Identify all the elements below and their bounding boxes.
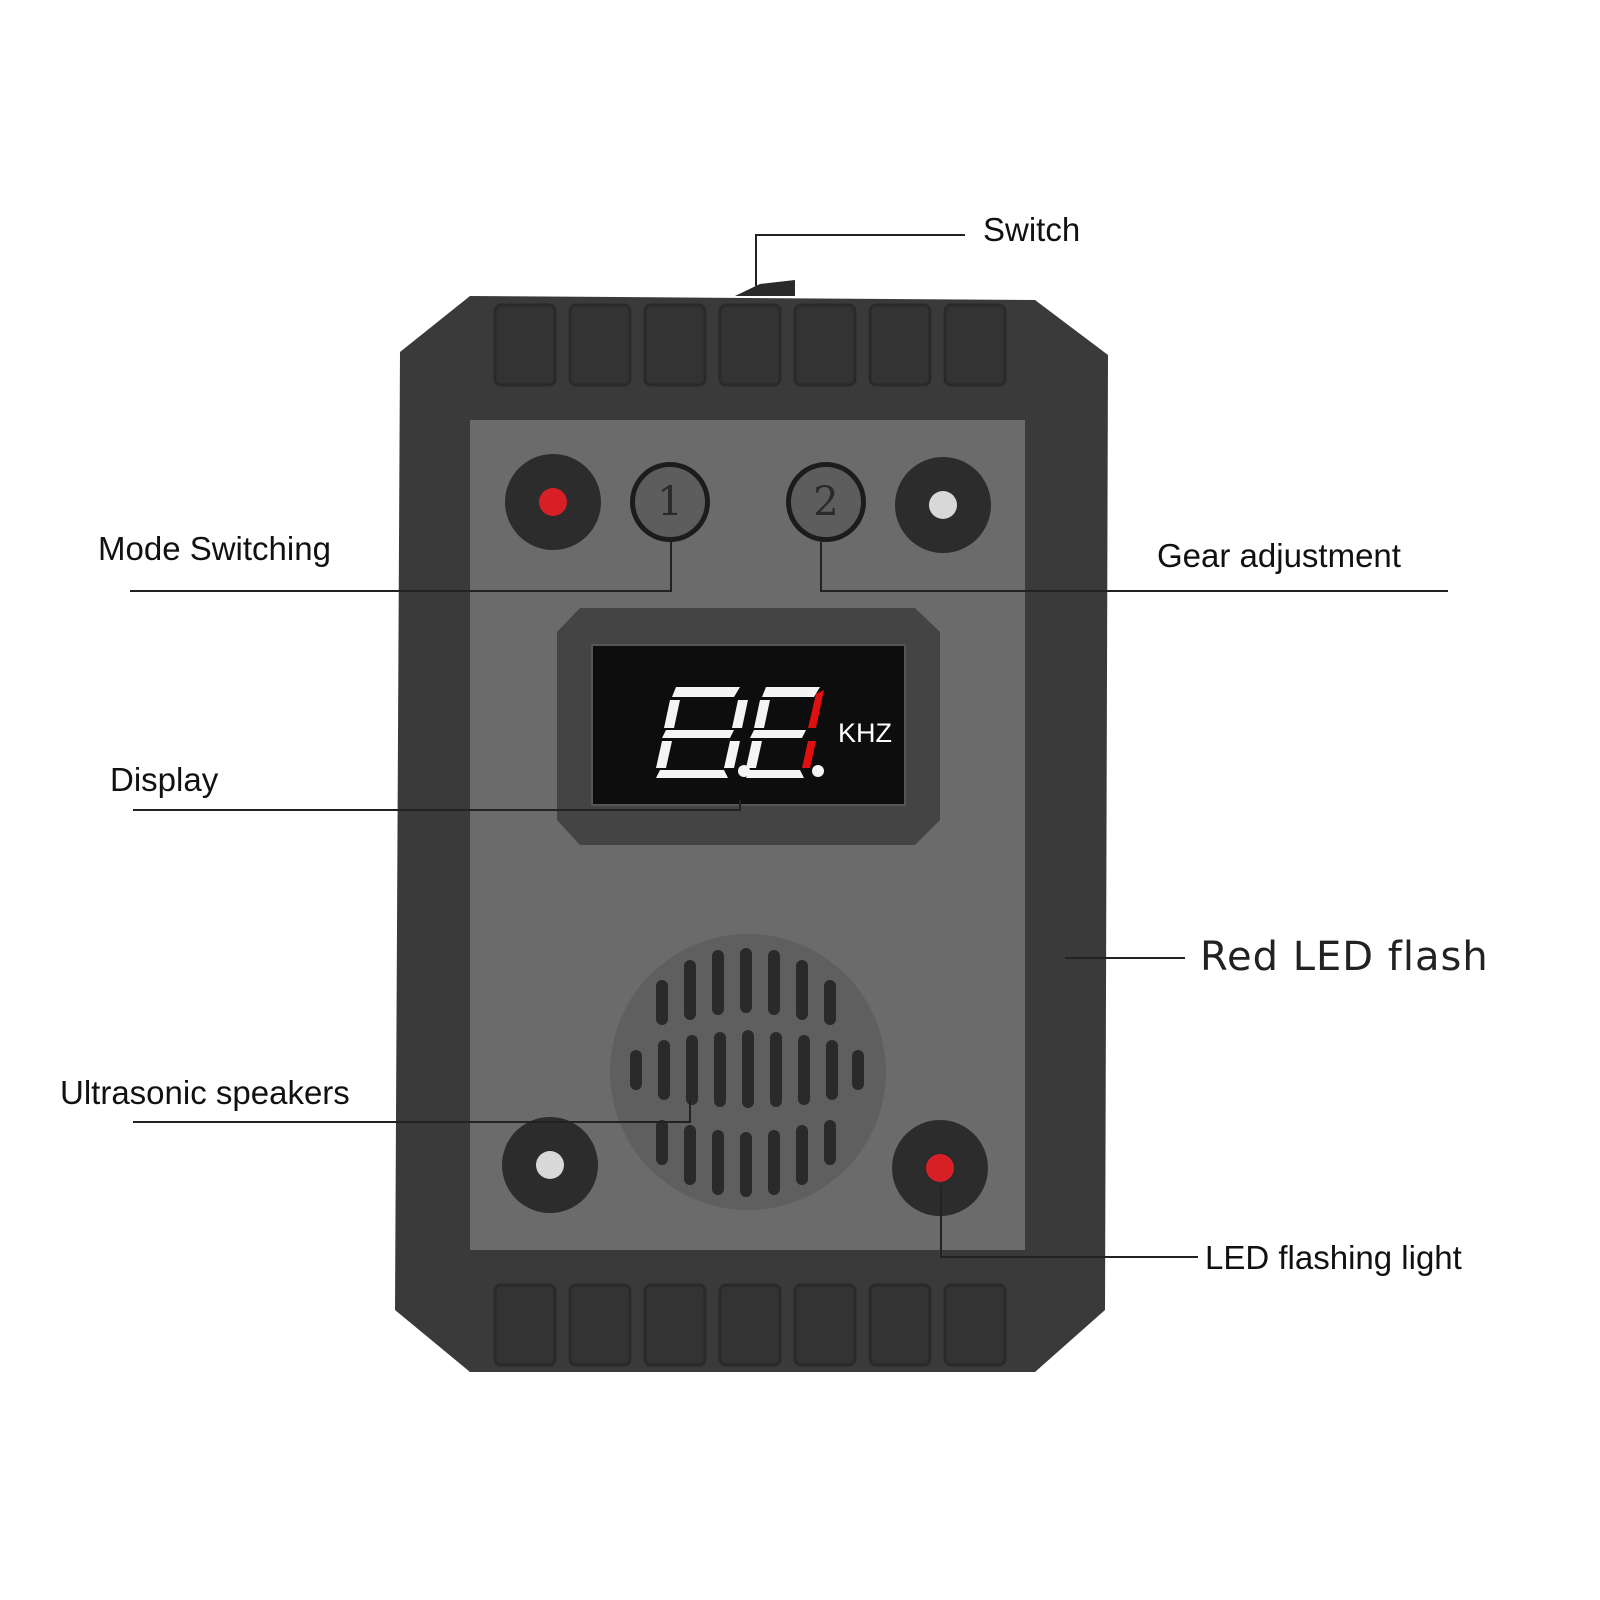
- leader-line: [820, 542, 822, 592]
- red-led-icon: [926, 1154, 954, 1182]
- leader-line: [940, 1256, 1198, 1258]
- leader-line: [130, 590, 672, 592]
- leader-line: [1065, 957, 1185, 959]
- label-gear-adjustment: Gear adjustment: [1157, 537, 1401, 574]
- label-display: Display: [110, 761, 219, 798]
- leader-line: [133, 809, 741, 811]
- leader-line: [133, 1121, 691, 1123]
- white-led-icon: [536, 1151, 564, 1179]
- gear-button-2[interactable]: 2: [786, 462, 866, 542]
- leader-line: [940, 1185, 942, 1257]
- switch-knob: [735, 280, 795, 296]
- label-ultrasonic-speakers: Ultrasonic speakers: [60, 1074, 350, 1111]
- leader-line: [689, 1100, 691, 1122]
- leader-line: [739, 800, 741, 810]
- red-led-icon: [539, 488, 567, 516]
- speaker-slots: [630, 948, 864, 1197]
- leader-line: [755, 234, 965, 236]
- leader-line: [755, 234, 757, 286]
- leader-line: [670, 542, 672, 592]
- label-led-flashing-light: LED flashing light: [1205, 1239, 1462, 1276]
- display-screen: [591, 644, 906, 806]
- label-switch: Switch: [983, 211, 1081, 248]
- display-unit: KHZ: [838, 718, 892, 748]
- leader-line: [820, 590, 1448, 592]
- white-led-icon: [929, 491, 957, 519]
- mode-button-1[interactable]: 1: [630, 462, 710, 542]
- label-red-led-flash: Red LED flash: [1200, 934, 1489, 980]
- label-mode-switching: Mode Switching: [98, 530, 331, 567]
- rubber-ribs: [493, 303, 1007, 1367]
- seven-segment-digits: [656, 687, 824, 778]
